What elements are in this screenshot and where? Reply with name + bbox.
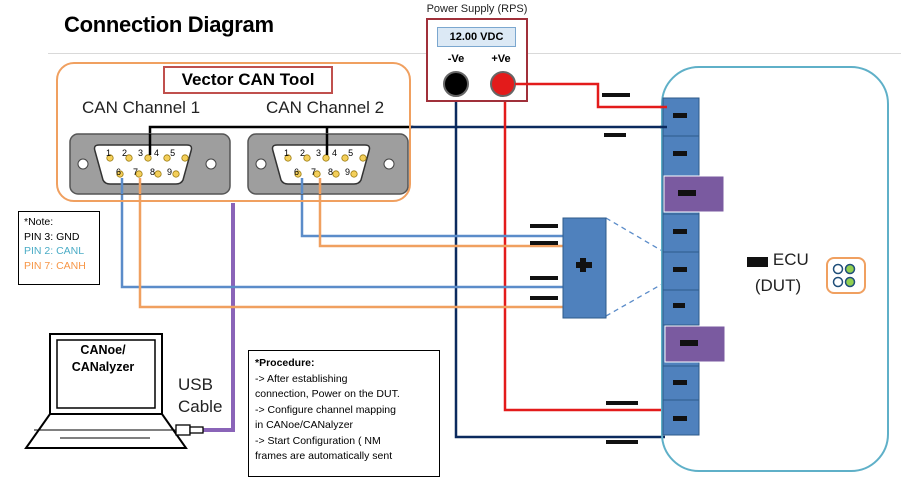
procedure-line: connection, Power on the DUT. [255, 388, 400, 400]
ch1-top-pin-numbers: 1 2 3 4 5 [106, 148, 196, 158]
pin-number: 4 [154, 148, 160, 158]
pin-number: 6 [294, 167, 300, 177]
usb-label-line2: Cable [178, 397, 223, 416]
pin-number: 7 [311, 167, 317, 177]
zoom-line-bottom [605, 282, 665, 317]
can-channel-1-label: CAN Channel 1 [82, 98, 201, 117]
db9-connector-ch2 [247, 133, 409, 195]
negative-terminal-label: -Ve [447, 53, 465, 65]
usb-label-line1: USB [178, 375, 213, 394]
positive-terminal-label: +Ve [491, 53, 511, 65]
led-icon [844, 263, 856, 275]
ecu-label-line1: ECU [772, 250, 809, 269]
ecu-status-leds [826, 257, 866, 294]
note-gnd: PIN 3: GND [24, 230, 80, 243]
ecu-label: ECU (DUT) [728, 248, 828, 298]
ch1-bottom-pin-numbers: 6 7 8 9 [116, 167, 196, 177]
note-heading: *Note: [24, 216, 54, 228]
page-title: Connection Diagram [64, 12, 274, 37]
pin-number: 3 [138, 148, 144, 158]
ch1-canh-wire [138, 172, 563, 309]
pc-label-line2: CANalyzer [71, 360, 135, 374]
led-icon [844, 276, 856, 288]
ch2-bottom-pin-numbers: 6 7 8 9 [294, 167, 374, 177]
voltage-display: 12.00 VDC [437, 27, 516, 47]
usb-cable-wire [203, 203, 235, 432]
vector-can-tool [56, 62, 411, 202]
led-icon [832, 276, 844, 288]
pin-number: 3 [316, 148, 322, 158]
procedure-line: -> Configure channel mapping [255, 403, 396, 416]
note-canh: PIN 7: CANH [24, 259, 86, 272]
vector-can-tool-label: Vector CAN Tool [163, 66, 333, 94]
power-pos-return [503, 97, 665, 412]
ch2-top-pin-numbers: 1 2 3 4 5 [284, 148, 374, 158]
can-channel-2-label: CAN Channel 2 [266, 98, 385, 117]
pin-number: 9 [167, 167, 173, 177]
note-canl: PIN 2: CANL [24, 245, 85, 257]
power-supply-title: Power Supply (RPS) [426, 3, 528, 15]
led-icon [832, 263, 844, 275]
pin-number: 8 [328, 167, 334, 177]
procedure-line: in CANoe/CANalyzer [255, 419, 354, 431]
pin-number: 1 [106, 148, 112, 158]
power-pos-wire [515, 82, 665, 109]
pin-number: 2 [300, 148, 306, 158]
pin-number: 6 [116, 167, 122, 177]
procedure-line: -> After establishing [255, 372, 348, 385]
pc-label-line1: CANoe/ [80, 343, 126, 357]
usb-cable-label: USB Cable [178, 374, 238, 418]
ch2-canh-wire [318, 172, 563, 248]
procedure-box: *Procedure: -> After establishing connec… [248, 350, 440, 477]
pin-number: 5 [170, 148, 176, 158]
procedure-line: -> Start Configuration ( NM [255, 434, 381, 447]
pin-number: 4 [332, 148, 338, 158]
ecu-dut [661, 66, 889, 472]
pin-number: 5 [348, 148, 354, 158]
pin-number: 1 [284, 148, 290, 158]
procedure-heading: *Procedure: [255, 357, 315, 369]
power-neg-return [454, 97, 665, 439]
negative-terminal [443, 71, 469, 97]
pc-software-label: CANoe/ CANalyzer [60, 342, 146, 376]
ch1-canl-wire [120, 172, 563, 289]
pin-number: 9 [345, 167, 351, 177]
pin-note: *Note: PIN 3: GND PIN 2: CANL PIN 7: CAN… [18, 211, 100, 285]
procedure-line: frames are automatically sent [255, 450, 393, 462]
ecu-label-line2: (DUT) [754, 276, 802, 295]
pin-number: 2 [122, 148, 128, 158]
pin-number: 8 [150, 167, 156, 177]
zoom-line-top [605, 217, 665, 253]
pin-number: 7 [133, 167, 139, 177]
